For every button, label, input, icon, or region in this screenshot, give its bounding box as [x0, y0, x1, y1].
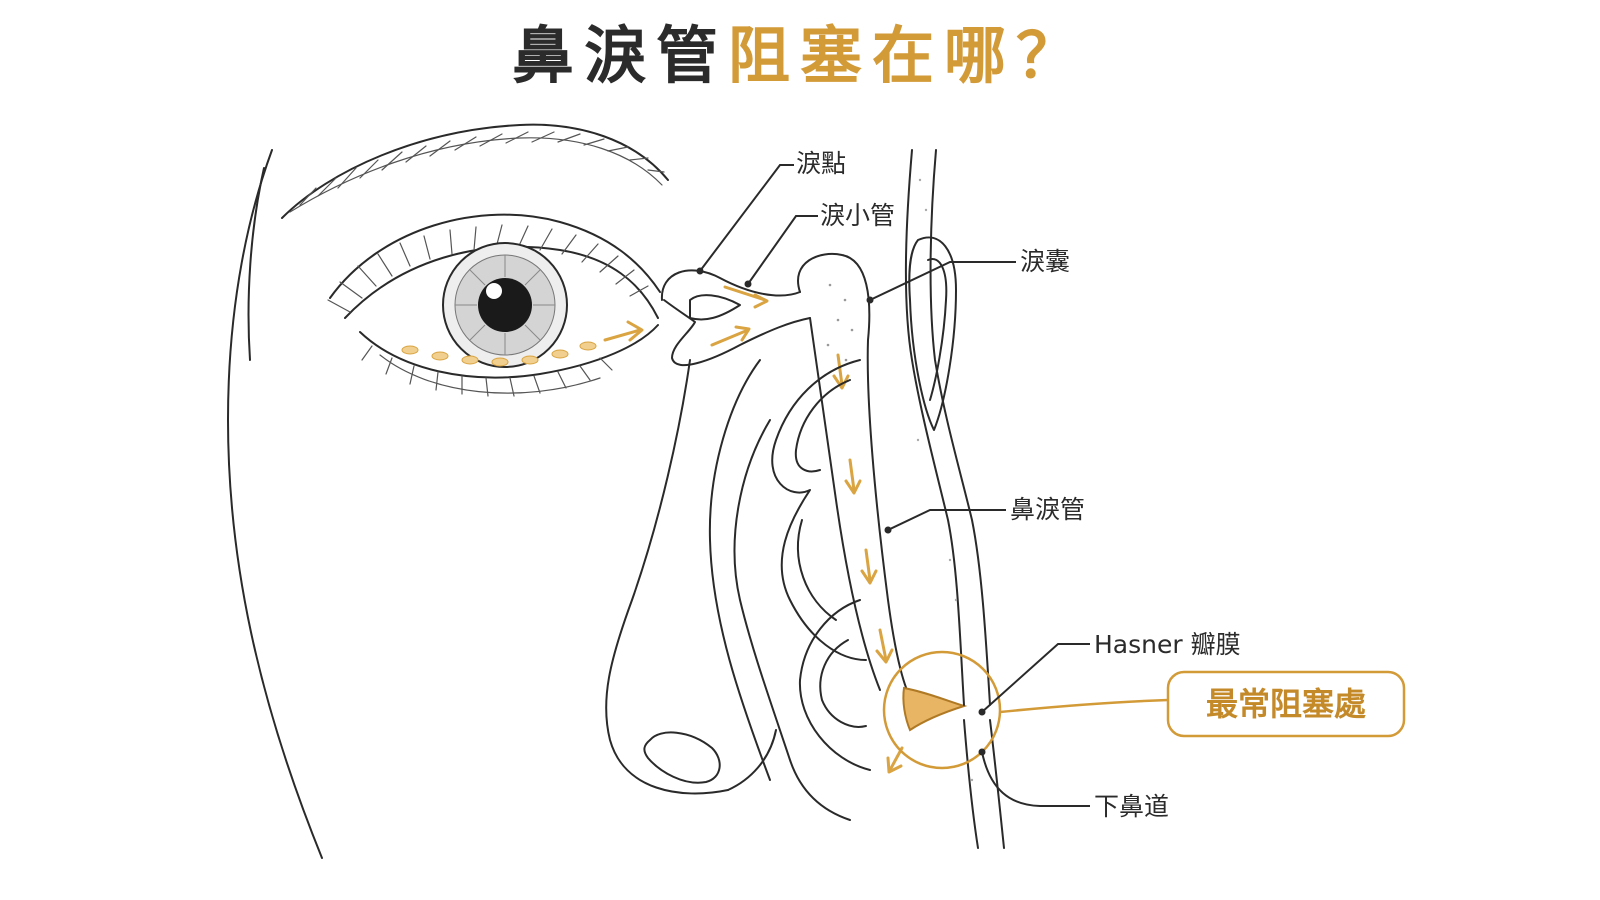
label-punctum: 淚點 [796, 149, 846, 178]
nasal-conchae [708, 359, 871, 821]
page-title: 鼻淚管阻塞在哪？ [0, 14, 1600, 98]
title-part1: 鼻淚管 [511, 19, 728, 92]
eye [327, 213, 661, 397]
label-inferior-meatus: 下鼻道 [1094, 792, 1169, 821]
blockage-highlight [882, 650, 1406, 770]
nose [605, 359, 777, 795]
leader-lines [696, 164, 1090, 807]
nasal-wall [904, 149, 1005, 849]
label-lacrimal-sac: 淚囊 [1020, 247, 1070, 276]
lacrimal-sac-and-duct [797, 253, 968, 774]
eyebrow [281, 123, 669, 219]
label-canaliculus: 淚小管 [820, 201, 895, 230]
face-outline [227, 149, 323, 859]
canaliculi [660, 269, 811, 367]
label-common-blockage: 最常阻塞處 [1206, 685, 1366, 723]
label-nasolacrimal-duct: 鼻淚管 [1010, 495, 1085, 524]
title-part2: 阻塞在哪？ [728, 19, 1089, 92]
label-hasner-valve: Hasner 瓣膜 [1094, 630, 1241, 659]
